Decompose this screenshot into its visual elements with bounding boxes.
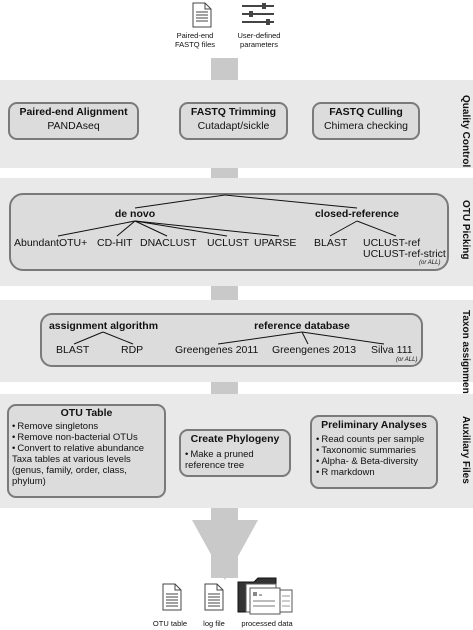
processed-data-output-label: processed data — [241, 619, 293, 628]
preliminary-analyses-title: Preliminary Analyses — [321, 419, 427, 431]
fastq-trimming-title: FASTQ Trimming — [190, 106, 277, 118]
list-item: Remove singletons — [12, 421, 144, 432]
assignment-algorithm-label: assignment algorithm — [48, 320, 159, 332]
user-defined-parameters-label: User-defined parameters — [237, 31, 281, 49]
flow-arrowhead — [192, 520, 258, 580]
fastq-trimming-box: FASTQ Trimming Cutadapt/sickle — [179, 102, 288, 140]
list-item: Make a pruned reference tree — [185, 449, 254, 471]
auxiliary-files-label: Auxiliary Files — [460, 416, 471, 484]
chimera-checking-label: Chimera checking — [323, 120, 409, 132]
processed-data-folder-icon — [237, 577, 293, 615]
taxon-assignment-label: Taxon assignment — [460, 310, 471, 398]
closed-reference-label: closed-reference — [314, 208, 400, 220]
log-file-output-label: log file — [203, 619, 225, 628]
uclust-ref-method: UCLUST-ref — [363, 237, 421, 249]
list-item: Read counts per sample — [316, 434, 424, 445]
de-novo-label: de novo — [114, 208, 156, 220]
quality-control-label: Quality Control — [460, 95, 471, 168]
list-item: R markdown — [316, 467, 424, 478]
otu-table-output-label: OTU table — [152, 619, 188, 628]
greengenes-2011: Greengenes 2011 — [175, 344, 259, 356]
uclust-method: UCLUST — [207, 237, 250, 249]
list-item: Taxonomic summaries — [316, 445, 424, 456]
taxon-rdp: RDP — [121, 344, 144, 356]
otu-table-list: Remove singletons Remove non-bacterial O… — [12, 421, 144, 454]
uparse-method: UPARSE — [254, 237, 297, 249]
fastq-culling-box: FASTQ Culling Chimera checking — [312, 102, 420, 140]
taxon-blast: BLAST — [56, 344, 90, 356]
list-item: Alpha- & Beta-diversity — [316, 456, 424, 467]
cutadapt-sickle-label: Cutadapt/sickle — [197, 120, 270, 132]
phylogeny-list: Make a pruned reference tree — [185, 449, 254, 471]
taxon-or-all-note: (or ALL) — [396, 357, 418, 363]
dnaclust-method: DNACLUST — [140, 237, 197, 249]
preliminary-list: Read counts per sample Taxonomic summari… — [316, 434, 424, 478]
otu-picking-box — [9, 193, 449, 271]
parameters-sliders-icon — [242, 3, 274, 25]
list-item: Convert to relative abundance — [12, 443, 144, 454]
otu-table-file-icon — [162, 583, 182, 611]
otu-picking-tree-lines — [57, 194, 397, 237]
otu-table-title: OTU Table — [60, 407, 113, 419]
list-item: Remove non-bacterial OTUs — [12, 432, 144, 443]
paired-end-alignment-title: Paired-end Alignment — [19, 106, 128, 118]
paired-end-alignment-box: Paired-end Alignment PANDAseq — [8, 102, 139, 140]
taxon-tree-lines — [73, 331, 385, 345]
otu-table-box: OTU Table Remove singletons Remove non-b… — [7, 404, 166, 498]
pandaseq-label: PANDAseq — [47, 120, 100, 132]
fastq-file-icon — [192, 2, 212, 28]
otu-or-all-note: (or ALL) — [419, 260, 441, 266]
uclust-ref-strict-method: UCLUST-ref-strict — [363, 248, 446, 260]
fastq-culling-title: FASTQ Culling — [329, 106, 403, 118]
abundantotu-method: AbundantOTU+ — [14, 237, 88, 249]
otu-picking-label: OTU Picking — [460, 200, 471, 260]
create-phylogeny-box: Create Phylogeny Make a pruned reference… — [179, 429, 291, 477]
create-phylogeny-title: Create Phylogeny — [190, 433, 280, 445]
preliminary-analyses-box: Preliminary Analyses Read counts per sam… — [310, 415, 438, 489]
greengenes-2013: Greengenes 2013 — [272, 344, 357, 356]
log-file-icon — [204, 583, 224, 611]
silva-111: Silva 111 — [371, 344, 413, 356]
reference-database-label: reference database — [254, 320, 350, 332]
paired-end-fastq-label: Paired-end FASTQ files — [174, 31, 215, 49]
cd-hit-method: CD-HIT — [97, 237, 133, 249]
taxa-tables-text: Taxa tables at various levels (genus, fa… — [12, 454, 131, 487]
blast-method: BLAST — [314, 237, 348, 249]
